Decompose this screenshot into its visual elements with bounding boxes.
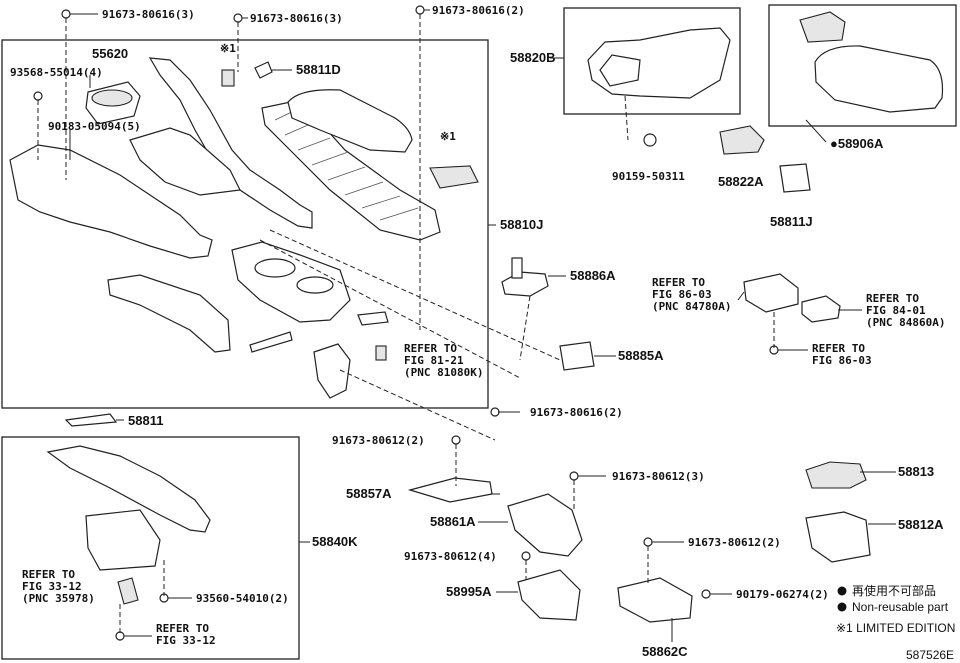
part-35978 [117,577,139,605]
refer-81-21-line2: FIG 81-21 [404,354,464,367]
label-91673-80616-3b: 91673-80616(3) [250,12,343,25]
label-58861a: 58861A [430,514,476,529]
label-91673-80612-2a: 91673-80612(2) [332,434,425,447]
part-58811 [64,413,118,427]
part-58886a-tab [511,257,523,279]
legend-limited: ※1 LIMITED EDITION [836,621,955,635]
label-93568: 93568-55014(4) [10,66,103,79]
label-91673-80616-2b: 91673-80616(2) [530,406,623,419]
label-91673-80612-3: 91673-80612(3) [612,470,705,483]
refer-33-12a-line1: REFER TO [22,568,75,581]
figure-id: 587526E [906,648,954,662]
part-58813 [805,461,867,489]
label-90179: 90179-06274(2) [736,588,829,601]
side-panel-part [9,144,213,259]
connector-part [375,345,387,361]
refer-86-03a-line1: REFER TO [652,276,705,289]
switch-panel-part [85,509,161,571]
legend-reuse-jp: 再使用不可部品 [852,583,936,598]
refer-81-21-line3: (PNC 81080K) [404,366,483,379]
switch-84860a [801,295,841,323]
clip-58811d [254,61,273,79]
refer-86-03b-line2: FIG 86-03 [812,354,872,367]
label-58813: 58813 [898,464,934,479]
refer-33-12a-line3: (PNC 35978) [22,592,95,605]
label-58812a: 58812A [898,517,944,532]
upper-bracket-part [129,127,241,196]
part-58811j [779,163,811,193]
label-90183: 90183-05094(5) [48,120,141,133]
label-mark1b: ※1 [440,130,456,143]
part-58906a-small [799,11,846,43]
label-90159: 90159-50311 [612,170,685,183]
label-58822a: 58822A [718,174,764,189]
switch-84780a [743,273,799,313]
small-clip-part [357,311,389,326]
label-58811: 58811 [128,413,163,428]
label-93560: 93560-54010(2) [196,592,289,605]
label-91673-80616-3a: 91673-80616(3) [102,8,195,21]
label-58886a: 58886A [570,268,616,283]
label-91673-80612-2b: 91673-80612(2) [688,536,781,549]
refer-84-01-line2: FIG 84-01 [866,304,926,317]
label-91673-80616-2a: 91673-80616(2) [432,4,525,17]
part-58857a [407,477,493,503]
armrest-lid-part [287,89,413,153]
part-58840k [46,445,211,533]
label-58995a: 58995A [446,584,492,599]
refer-33-12b-line2: FIG 33-12 [156,634,216,647]
part-58885a [559,341,595,371]
part-90159 [643,133,657,147]
58906a-box [768,4,957,127]
refer-84-01-line3: (PNC 84860A) [866,316,945,329]
label-58820b: 58820B [510,50,556,65]
part-58906a-lid [814,45,944,113]
label-58906a: ●58906A [830,136,884,151]
label-58811d: 58811D [296,62,341,77]
refer-86-03a-line2: FIG 86-03 [652,288,712,301]
refer-84-01-line1: REFER TO [866,292,919,305]
legend-bullet-en [837,602,847,612]
part-58861a [507,493,583,557]
small-strip-part [249,331,293,353]
leader-lines [69,9,896,642]
label-58857a: 58857A [346,486,392,501]
mark1-small-part [221,69,235,87]
refer-86-03a-line3: (PNC 84780A) [652,300,731,313]
lower-bracket-part [313,343,351,399]
part-55620-top [91,89,133,107]
part-58820b-front [599,54,641,87]
label-58840k: 58840K [312,534,358,549]
part-58886a [501,271,549,297]
label-mark1a: ※1 [220,42,236,55]
cup-hole-2 [296,276,334,294]
label-58811j: 58811J [770,214,813,229]
label-55620: 55620 [92,46,128,61]
label-58862c: 58862C [642,644,688,659]
dashed-guides [37,14,775,634]
legend-nonreusable: Non-reusable part [852,600,949,614]
part-58822a [719,125,765,155]
part-58812a [805,511,871,563]
upper-console-box [1,39,489,409]
label-91673-80612-4: 91673-80612(4) [404,550,497,563]
legend-bullet-jp [837,586,847,596]
refer-81-21-line1: REFER TO [404,342,457,355]
label-58885a: 58885A [618,348,664,363]
refer-33-12a-line2: FIG 33-12 [22,580,82,593]
part-58995a [517,569,581,621]
refer-86-03b-line1: REFER TO [812,342,865,355]
lower-tray-part [107,274,231,353]
cup-hole-1 [254,258,296,278]
grille-panel-part [261,99,441,241]
lower-console-box [1,436,300,660]
58820b-box [563,7,741,115]
label-58810j: 58810J [500,217,543,232]
limited-pad-part [429,165,479,189]
part-58862c [617,577,693,623]
refer-33-12b-line1: REFER TO [156,622,209,635]
console-rail-part [148,57,313,229]
